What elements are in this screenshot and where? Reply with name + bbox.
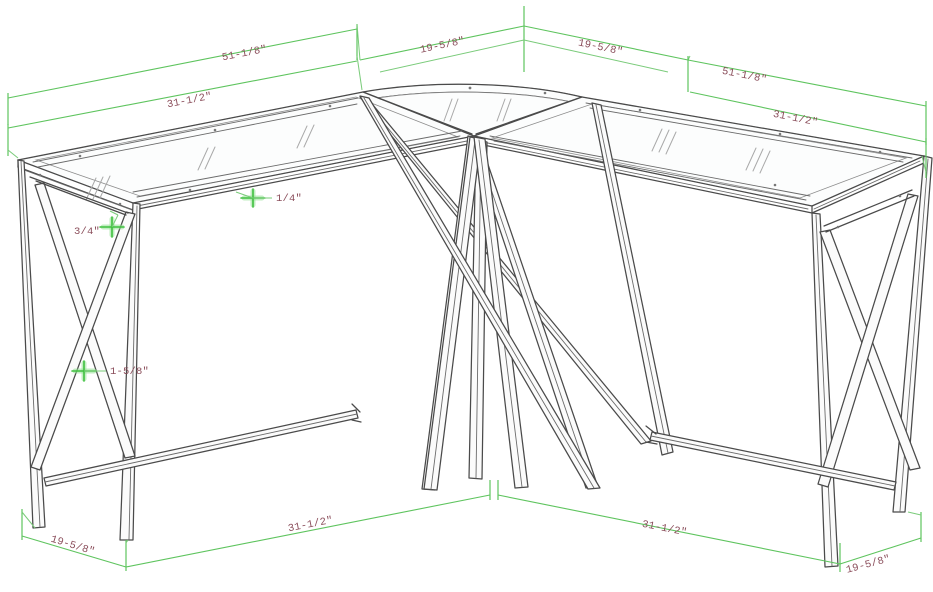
dim-glass-thickness-callout: 1/4" [235,188,302,208]
dim-label-31-1-2-left: 31-1/2" [166,91,213,111]
glass-reflection-marks [443,98,512,122]
glass-reflection-marks-right [651,128,771,174]
dim-bottom-right-group: 31-1/2" 19-5/8" [497,480,922,577]
dim-label-31-1-2-right: 31-1/2" [772,109,819,129]
dim-frame-thickness-callout: 3/4" [74,210,125,238]
dim-label-19-5-8-center-left: 19-5/8" [419,35,466,56]
dim-label-quarter-inch: 1/4" [276,193,302,205]
left-lower-stretcher [43,403,362,487]
dim-label-31-1-2-bottom-left: 31-1/2" [287,515,334,535]
dim-label-31-1-2-bottom-right: 31-1/2" [641,519,688,539]
left-long-diagonal [359,95,601,490]
left-end-x-leg-assembly [17,159,141,541]
dim-bottom-left-group: 19-5/8" 31-1/2" [21,480,491,571]
dim-top-left-group: 51-1/8" 31-1/2" [7,24,363,159]
right-lower-stretcher [645,425,897,491]
dim-label-19-5-8-center-right: 19-5/8" [577,37,624,58]
dim-leg-width-callout: 1-5/8" [71,360,149,382]
dim-label-51-1-8-right: 51-1/8" [721,66,768,86]
dim-top-right-group: 51-1/8" 31-1/2" [687,56,927,178]
right-desk-legs [591,102,674,456]
right-end-x-leg-assembly [811,155,933,568]
dim-top-center-group: 19-5/8" 19-5/8" [356,6,691,73]
dim-label-51-1-8-left: 51-1/8" [221,44,268,64]
center-crossing-legs [423,136,529,491]
right-glass-desktop [472,96,926,214]
dim-label-19-5-8-bottom-left: 19-5/8" [49,534,96,559]
dim-label-three-quarter-inch: 3/4" [74,226,100,238]
glass-reflection-marks-left [85,124,315,201]
dim-label-19-5-8-bottom-right: 19-5/8" [845,553,892,576]
dim-label-one-five-eighths: 1-5/8" [110,366,149,378]
